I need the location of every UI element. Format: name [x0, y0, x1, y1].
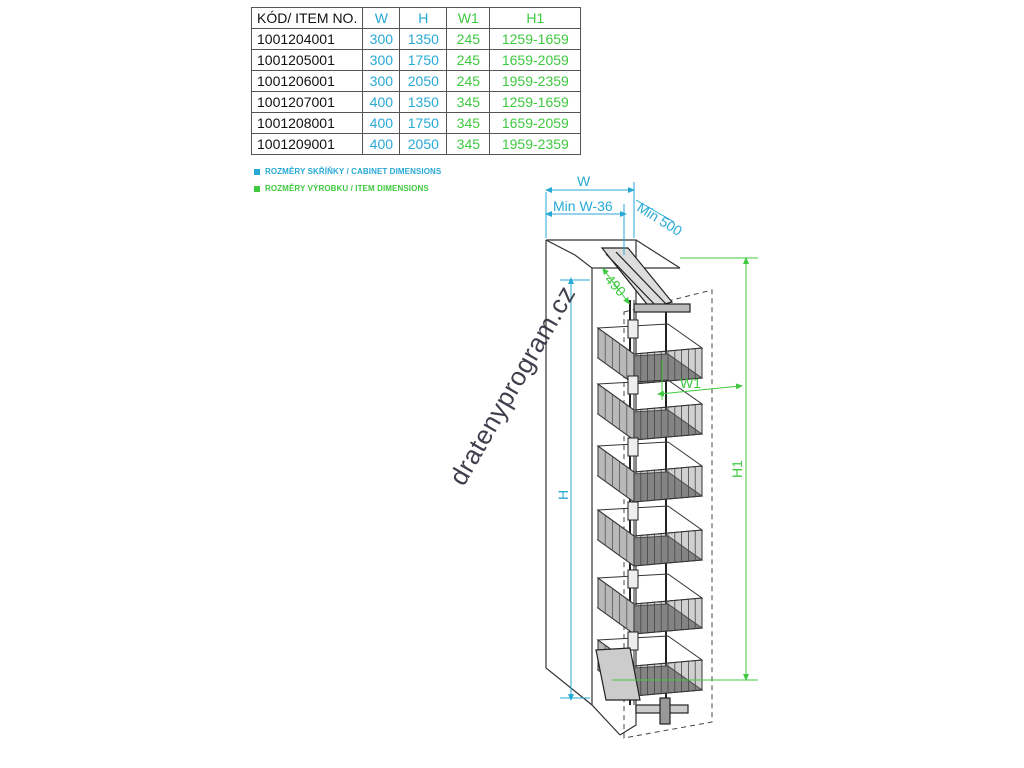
label-w1: W1	[680, 375, 701, 391]
wire-basket	[596, 501, 704, 567]
legend-item: ROZMĚRY VÝROBKU / ITEM DIMENSIONS	[254, 184, 429, 193]
label-w: W	[577, 173, 591, 189]
item-dimensions	[602, 257, 758, 681]
wire-basket	[596, 437, 704, 503]
cell-code: 1001207001	[250, 91, 364, 113]
cell-code: 1001209001	[250, 133, 364, 155]
cell-w: 400	[362, 133, 401, 155]
cell-code: 1001208001	[250, 112, 364, 134]
legend-item-swatch	[254, 185, 260, 192]
cell-code: 1001206001	[250, 70, 364, 92]
label-min-depth: Min 500	[634, 199, 685, 239]
legend-item-label: ROZMĚRY VÝROBKU / ITEM DIMENSIONS	[265, 184, 429, 193]
table-row: 1001208001 400 1750 345 1659-2059	[250, 112, 582, 134]
label-h: H	[555, 490, 571, 500]
cell-w1: 345	[446, 112, 491, 134]
cell-h1: 1959-2359	[489, 133, 582, 155]
label-min-w: Min W-36	[553, 198, 613, 214]
wire-basket	[596, 569, 704, 635]
cell-h1: 1259-1659	[489, 28, 582, 50]
wire-basket	[596, 375, 704, 441]
cell-w: 300	[362, 28, 401, 50]
legend-cabinet: ROZMĚRY SKŘÍŇKY / CABINET DIMENSIONS	[254, 167, 441, 176]
header-code: KÓD/ ITEM NO.	[250, 7, 364, 29]
cabinet-inner-panel	[545, 239, 593, 705]
table-row: 1001209001 400 2050 345 1959-2359	[250, 133, 582, 155]
label-h1: H1	[729, 460, 745, 478]
wire-basket	[596, 319, 704, 385]
bottom-runner	[595, 647, 689, 725]
depth-dimension-line	[602, 267, 630, 305]
door-panel-outline	[623, 289, 713, 739]
table-row: 1001207001 400 1350 345 1259-1659	[250, 91, 582, 113]
cabinet-top-depth	[635, 239, 681, 269]
min-depth-dimension-line	[635, 199, 675, 223]
cell-code: 1001205001	[250, 49, 364, 71]
cell-h1: 1259-1659	[489, 91, 582, 113]
cell-w1: 245	[446, 28, 491, 50]
legend-cabinet-swatch	[254, 168, 260, 175]
cell-h: 2050	[399, 70, 448, 92]
spec-table: KÓD/ ITEM NO. W H W1 H1 1001204001 300 1…	[250, 7, 582, 155]
w1-dimension-line	[657, 383, 743, 397]
cell-w: 400	[362, 112, 401, 134]
cell-w: 300	[362, 70, 401, 92]
cell-h: 1750	[399, 112, 448, 134]
cabinet-dimensions	[545, 182, 675, 701]
legend-cabinet-label: ROZMĚRY SKŘÍŇKY / CABINET DIMENSIONS	[265, 167, 442, 176]
